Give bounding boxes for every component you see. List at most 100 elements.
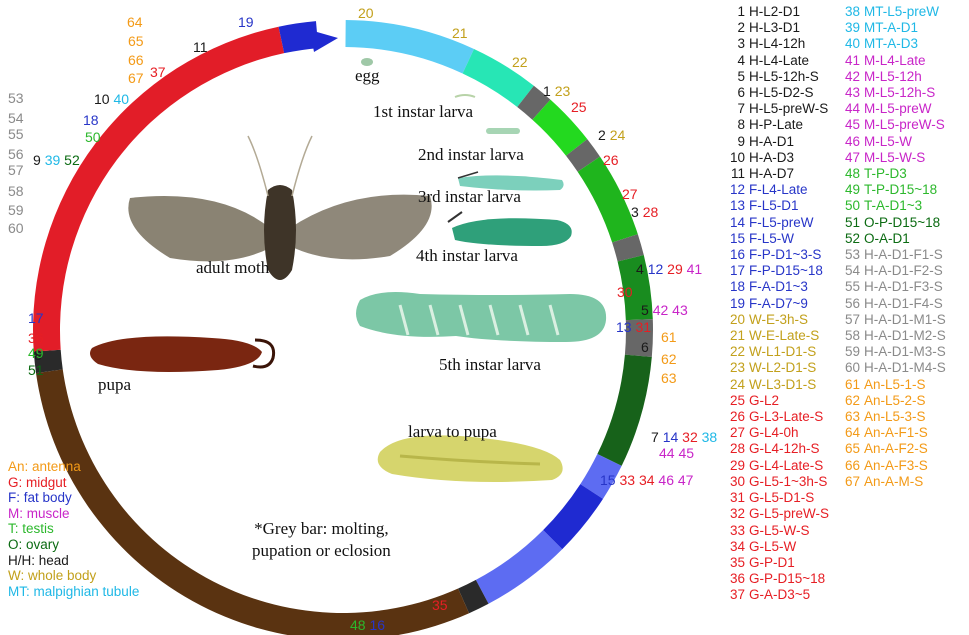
- ring-label-number: 56: [8, 146, 24, 162]
- sample-name: G-L4-0h: [749, 425, 799, 440]
- ring-label-number: 50: [85, 129, 101, 145]
- second-instar-larva-illustration: [486, 128, 520, 134]
- sample-number: 55: [843, 279, 860, 295]
- sample-name: O-A-D1: [864, 231, 910, 246]
- egg-illustration: [361, 58, 373, 66]
- ring-label-number: 33: [619, 472, 638, 488]
- ring-label-r-63: 63: [661, 370, 677, 386]
- sample-number: 13: [728, 198, 745, 214]
- sample-legend-row: 32G-L5-preW-S: [728, 506, 829, 522]
- sample-name: F-P-D1~3-S: [749, 247, 821, 262]
- ring-label-number: 34: [639, 472, 658, 488]
- sample-number: 36: [728, 571, 745, 587]
- sample-number: 18: [728, 279, 745, 295]
- sample-name: M-L5-W-S: [864, 150, 925, 165]
- ring-label-number: 48: [350, 617, 369, 633]
- ring-label-l-10: 10 40: [94, 91, 129, 107]
- sample-name: H-L3-D1: [749, 20, 800, 35]
- sample-legend-row: 3H-L4-12h: [728, 36, 829, 52]
- sample-name: F-L5-D1: [749, 198, 799, 213]
- ring-label-number: 27: [622, 186, 638, 202]
- sample-legend-row: 34G-L5-W: [728, 539, 829, 555]
- sample-name: H-P-Late: [749, 117, 803, 132]
- ring-label-number: 6: [641, 339, 649, 355]
- sample-name: An-L5-3-S: [864, 409, 926, 424]
- ring-label-number: 52: [64, 152, 80, 168]
- sample-number: 44: [843, 101, 860, 117]
- sample-legend-row: 58H-A-D1-M2-S: [843, 328, 946, 344]
- ring-label-number: 63: [661, 370, 677, 386]
- sample-number: 11: [728, 166, 745, 182]
- ring-label-number: 59: [8, 202, 24, 218]
- sample-legend-row: 60H-A-D1-M4-S: [843, 360, 946, 376]
- sample-number: 62: [843, 393, 860, 409]
- sample-legend-row: 63An-L5-3-S: [843, 409, 946, 425]
- sample-name: G-P-D15~18: [749, 571, 825, 586]
- ring-label-number: 58: [8, 183, 24, 199]
- ring-label-number: 39: [45, 152, 64, 168]
- ring-label-l-36: 36: [28, 330, 44, 346]
- ring-label-l-17: 17: [28, 310, 44, 326]
- stage-label-pupa: pupa: [98, 375, 131, 395]
- tissue-legend-item: G: midgut: [8, 475, 139, 491]
- sample-legend-row: 17F-P-D15~18: [728, 263, 829, 279]
- sample-number: 30: [728, 474, 745, 490]
- ring-label-number: 13: [616, 319, 635, 335]
- sample-name: G-L3-Late-S: [749, 409, 823, 424]
- ring-label-number: 53: [8, 90, 24, 106]
- larva-to-pupa-illustration: [378, 435, 563, 482]
- sample-number: 47: [843, 150, 860, 166]
- sample-number: 5: [728, 69, 745, 85]
- ring-label-b-48: 48 16: [350, 617, 385, 633]
- sample-name: G-L4-Late-S: [749, 458, 823, 473]
- sample-legend-row: 9H-A-D1: [728, 134, 829, 150]
- ring-label-number: 1: [543, 83, 555, 99]
- sample-name: W-L2-D1-S: [749, 360, 816, 375]
- sample-legend-row: 35G-P-D1: [728, 555, 829, 571]
- sample-name: M-L5-preW: [864, 101, 932, 116]
- sample-legend-row: 16F-P-D1~3-S: [728, 247, 829, 263]
- sample-name: MT-L5-preW: [864, 4, 939, 19]
- tissue-legend-item: T: testis: [8, 521, 139, 537]
- sample-name: G-L5-preW-S: [749, 506, 829, 521]
- sample-name: F-A-D1~3: [749, 279, 808, 294]
- sample-number: 41: [843, 53, 860, 69]
- ring-label-number: 38: [702, 429, 718, 445]
- ring-label-number: 24: [610, 127, 626, 143]
- sample-legend-row: 61An-L5-1-S: [843, 377, 946, 393]
- ring-label-top-20: 20: [358, 5, 374, 21]
- ring-label-number: 36: [28, 330, 44, 346]
- stage-label-second-instar: 2nd instar larva: [418, 145, 524, 165]
- sample-number: 20: [728, 312, 745, 328]
- sample-number: 64: [843, 425, 860, 441]
- ring-label-number: 49: [28, 345, 44, 361]
- sample-name: An-L5-1-S: [864, 377, 926, 392]
- ring-label-r-4: 4 12 29 41: [636, 261, 702, 277]
- sample-legend-row: 13 F-L5-D1: [728, 198, 829, 214]
- ring-label-number: 64: [127, 14, 143, 30]
- ring-label-r-7: 7 14 32 38: [651, 429, 717, 445]
- sample-number: 37: [728, 587, 745, 603]
- sample-number: 33: [728, 523, 745, 539]
- ring-label-number: 61: [661, 329, 677, 345]
- sample-legend-row: 51O-P-D15~18: [843, 215, 946, 231]
- sample-legend-row: 1H-L2-D1: [728, 4, 829, 20]
- ring-label-number: 21: [452, 25, 468, 41]
- sample-name: G-L4-12h-S: [749, 441, 820, 456]
- sample-number: 26: [728, 409, 745, 425]
- ring-label-number: 32: [682, 429, 701, 445]
- sample-legend-row: 7H-L5-preW-S: [728, 101, 829, 117]
- grey-bar-note: *Grey bar: molting, pupation or eclosion: [252, 518, 391, 562]
- sample-name: An-A-M-S: [864, 474, 923, 489]
- ring-label-l-11: 11: [193, 39, 208, 55]
- tissue-legend-item: H/H: head: [8, 553, 139, 569]
- stage-label-third-instar: 3rd instar larva: [418, 187, 521, 207]
- sample-name: F-A-D7~9: [749, 296, 808, 311]
- sample-number: 39: [843, 20, 860, 36]
